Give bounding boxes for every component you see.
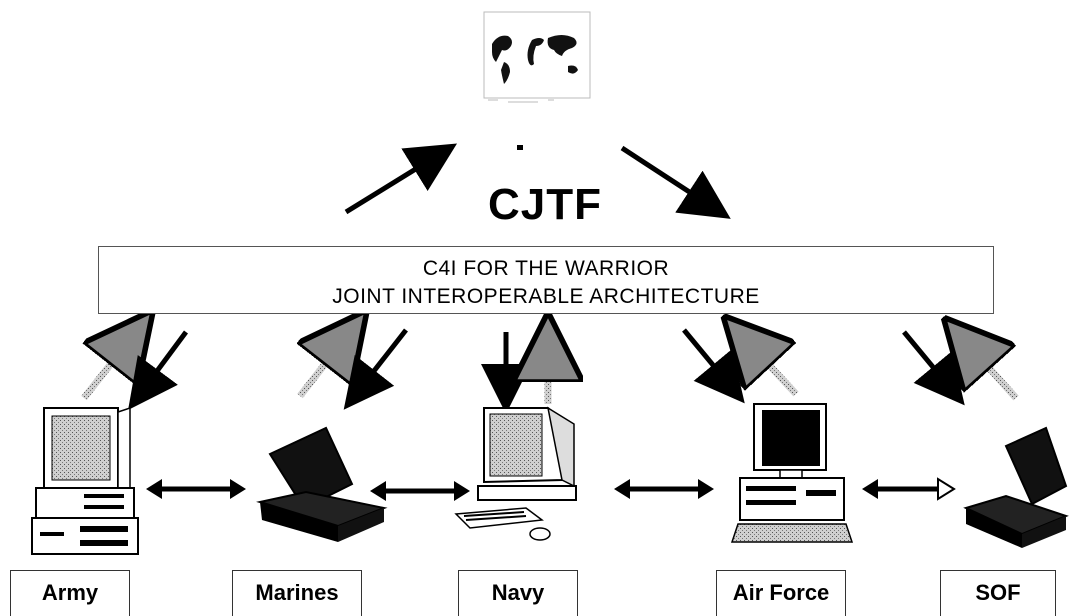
node-label-air-force: Air Force <box>716 570 846 616</box>
arrow-airforce-down <box>682 328 745 404</box>
arrow-airforce-sof <box>862 477 956 501</box>
banner-line-1: C4I FOR THE WARRIOR <box>422 257 670 280</box>
arrow-army-down <box>128 330 189 411</box>
arrow-navy-airforce <box>614 479 714 499</box>
arrow-airforce-up <box>742 336 799 397</box>
architecture-banner: C4I FOR THE WARRIOR JOINT INTEROPERABLE … <box>98 246 994 314</box>
arrow-army-up <box>81 332 136 401</box>
arrow-marines-down <box>343 328 408 410</box>
arrow-sof-up <box>962 338 1019 401</box>
arrow-sof-down <box>902 330 965 406</box>
node-label-sof: SOF <box>940 570 1056 616</box>
arrow-marines-up <box>300 332 350 399</box>
world-map-icon <box>483 11 591 103</box>
desktop-tower-icon <box>31 406 139 555</box>
arrow-marines-navy <box>370 481 470 501</box>
laptop-icon <box>963 426 1069 548</box>
dash-mark <box>517 145 523 150</box>
arrow-up-to-cjtf <box>344 143 458 215</box>
vertical-arrows <box>81 328 1019 414</box>
horizontal-arrows <box>146 477 956 501</box>
laptop-icon <box>256 426 388 542</box>
arrow-army-marines <box>146 479 246 499</box>
desktop-computer-icon <box>730 403 854 543</box>
node-label-army: Army <box>10 570 130 616</box>
arrow-down-from-cjtf <box>620 145 731 219</box>
node-label-marines: Marines <box>232 570 362 616</box>
workstation-icon <box>454 406 577 541</box>
diagram-title: CJTF <box>488 180 602 229</box>
banner-line-2: JOINT INTEROPERABLE ARCHITECTURE <box>332 285 760 308</box>
node-label-navy: Navy <box>458 570 578 616</box>
